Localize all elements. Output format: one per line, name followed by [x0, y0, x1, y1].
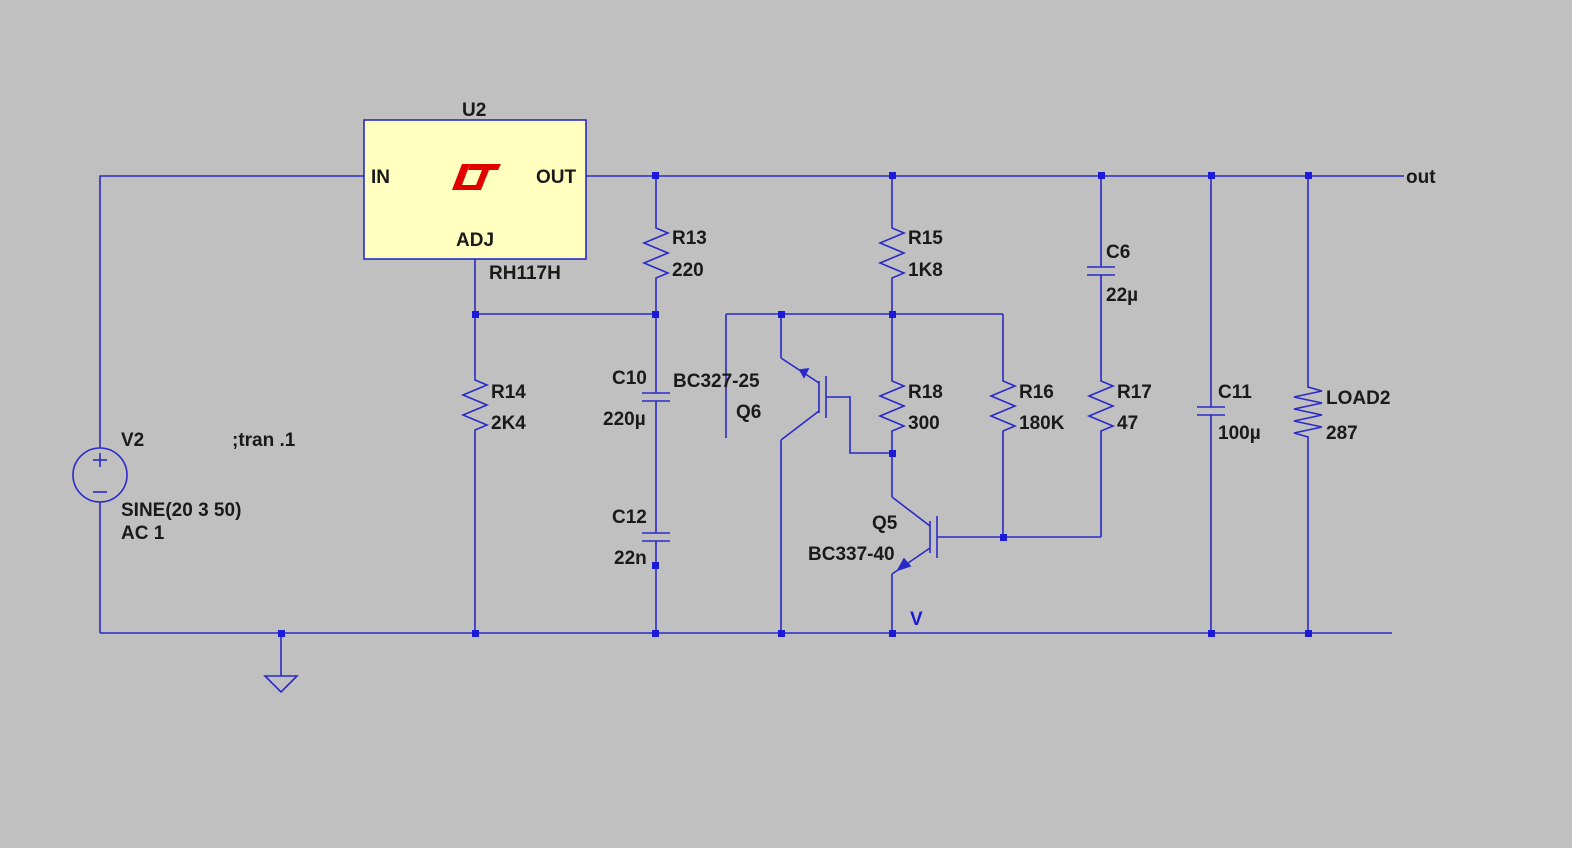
r18-value[interactable]: 300 — [908, 413, 940, 434]
c6-value[interactable]: 22µ — [1106, 285, 1138, 306]
c10-value[interactable]: 220µ — [603, 409, 646, 430]
q5-model[interactable]: BC337-40 — [808, 544, 895, 565]
wire-input-rail[interactable] — [99, 175, 365, 448]
capacitor-c12[interactable] — [641, 532, 671, 542]
c10-ref[interactable]: C10 — [612, 368, 647, 389]
junction-dots — [278, 172, 1312, 637]
c12-ref[interactable]: C12 — [612, 507, 647, 528]
c11-value[interactable]: 100µ — [1218, 423, 1261, 444]
resistor-r14[interactable] — [460, 374, 490, 440]
resistor-r18[interactable] — [877, 375, 907, 435]
r17-value[interactable]: 47 — [1117, 413, 1138, 434]
r18-ref[interactable]: R18 — [908, 382, 943, 403]
net-label-out[interactable]: out — [1406, 167, 1436, 188]
source-value-line2[interactable]: AC 1 — [121, 523, 165, 544]
r14-ref[interactable]: R14 — [491, 382, 526, 403]
regulator-ref[interactable]: U2 — [462, 100, 486, 121]
load-value[interactable]: 287 — [1326, 423, 1358, 444]
q6-model[interactable]: BC327-25 — [673, 371, 760, 392]
r13-value[interactable]: 220 — [672, 260, 704, 281]
wires — [99, 175, 1404, 676]
q6-ref[interactable]: Q6 — [736, 402, 761, 423]
r15-value[interactable]: 1K8 — [908, 260, 943, 281]
net-label-probe[interactable]: V — [910, 609, 923, 630]
resistor-r13[interactable] — [641, 222, 671, 282]
c12-value[interactable]: 22n — [614, 548, 647, 569]
r14-value[interactable]: 2K4 — [491, 413, 526, 434]
regulator-model[interactable]: RH117H — [489, 263, 561, 284]
regulator-u2[interactable] — [363, 119, 587, 260]
capacitor-c6[interactable] — [1086, 266, 1116, 276]
linear-technology-logo-icon — [452, 164, 501, 190]
resistor-r17[interactable] — [1086, 375, 1116, 435]
source-ref[interactable]: V2 — [121, 430, 144, 451]
regulator-pin-adj: ADJ — [456, 230, 494, 251]
resistor-r16[interactable] — [988, 375, 1018, 435]
capacitor-c11[interactable] — [1196, 406, 1226, 416]
wire-q6-base[interactable] — [826, 396, 892, 454]
resistor-r15[interactable] — [877, 222, 907, 282]
regulator-pin-out: OUT — [536, 167, 577, 188]
c6-ref[interactable]: C6 — [1106, 242, 1130, 263]
resistor-load2[interactable] — [1293, 383, 1323, 441]
r13-ref[interactable]: R13 — [672, 228, 707, 249]
r17-ref[interactable]: R17 — [1117, 382, 1152, 403]
transistor-q6[interactable] — [780, 357, 827, 441]
capacitor-c10[interactable] — [641, 392, 671, 402]
spice-directive[interactable]: ;tran .1 — [232, 430, 296, 451]
r16-value[interactable]: 180K — [1019, 413, 1065, 434]
voltage-source-v2[interactable] — [72, 447, 128, 503]
r16-ref[interactable]: R16 — [1019, 382, 1054, 403]
ground-icon — [263, 675, 299, 694]
load-ref[interactable]: LOAD2 — [1326, 388, 1390, 409]
regulator-pin-in: IN — [371, 167, 390, 188]
q5-ref[interactable]: Q5 — [872, 513, 898, 534]
r15-ref[interactable]: R15 — [908, 228, 943, 249]
source-value-line1[interactable]: SINE(20 3 50) — [121, 500, 241, 521]
c11-ref[interactable]: C11 — [1218, 382, 1252, 403]
transistor-q5[interactable] — [891, 496, 938, 575]
